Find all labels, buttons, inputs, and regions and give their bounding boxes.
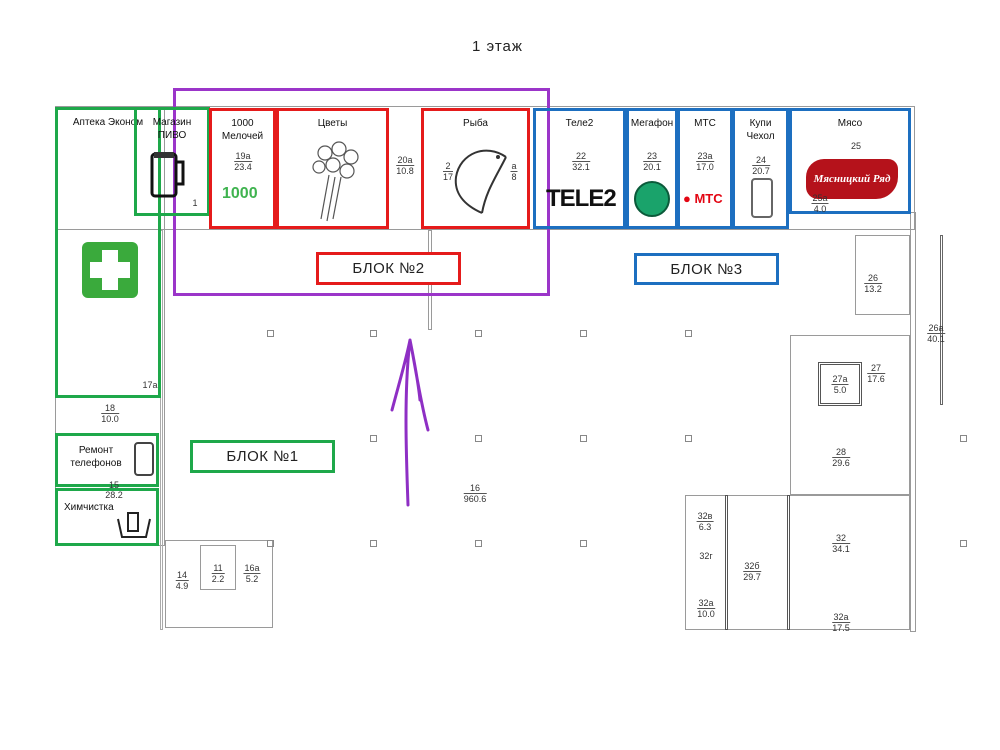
logo-tele2: TELE2 [546,185,617,212]
beer-mug-icon [150,152,185,198]
room-25: 25 [850,141,862,151]
room-32-walls [685,495,910,630]
shop-label: Мясо [837,118,863,129]
shop-label: Аптека Эконом [72,117,144,128]
wall-32-b [787,495,790,630]
block-3-label: БЛОК №3 [634,253,779,285]
column [370,435,377,442]
flowers-icon [312,141,359,222]
column [580,330,587,337]
shop-himchistka[interactable]: Химчистка [55,488,159,546]
floor-title: 1 этаж [472,38,523,55]
stair-rooms [165,540,273,628]
block-2-label: БЛОК №2 [316,252,461,285]
column [370,330,377,337]
room-28-walls [790,335,910,495]
elevator-27a [818,362,862,406]
shop-remont[interactable]: Ремонт телефонов [55,433,159,487]
column [267,540,274,547]
direction-arrow-icon [390,338,430,507]
shop-label: Теле2 [565,118,594,129]
logo-mts-text: МТС [694,191,723,206]
wall-inner-left [160,230,163,630]
column [685,330,692,337]
pharmacy-cross-icon [82,242,138,298]
shop-label: Рыба [463,118,488,129]
logo-1000: 1000 [222,185,258,202]
column [685,435,692,442]
laundry-icon [117,512,151,538]
shop-apteka[interactable]: Аптека Эконом 17а [55,107,161,398]
shop-label: Химчистка [64,502,114,513]
room-26-walls [855,235,910,315]
shop-label: Ремонт телефонов [70,445,122,469]
wall-26a [940,235,943,405]
column [960,540,967,547]
shop-label: МТС [694,118,716,129]
room-1: 1 [192,198,198,208]
shop-label: 1000 Мелочей [221,118,264,142]
shop-cvety[interactable]: Цветы [276,108,389,229]
wall-right [910,212,916,632]
column [580,435,587,442]
column [475,330,482,337]
stair-11 [200,545,236,590]
logo-mts: ● МТС [683,191,723,206]
shop-label: Мегафон [630,118,674,129]
megafon-logo-icon [634,181,670,217]
shop-pivo[interactable]: Магазин ПИВО 1 [134,107,210,216]
column [475,435,482,442]
column [475,540,482,547]
logo-myasnitsky-ryad: Мясницкий Ряд [806,159,898,199]
column [960,435,967,442]
column [370,540,377,547]
room-17a: 17а [142,380,158,390]
shop-label: Цветы [317,118,348,129]
column [580,540,587,547]
phone-icon [751,178,773,218]
shop-label: Магазин ПИВО [152,117,192,141]
room-32g: 32г [699,551,713,561]
phone-icon [134,442,154,476]
column [267,330,274,337]
shop-label: Купи Чехол [746,118,775,142]
fish-icon [454,149,507,214]
wall-32-a [725,495,728,630]
block-1-label: БЛОК №1 [190,440,335,473]
